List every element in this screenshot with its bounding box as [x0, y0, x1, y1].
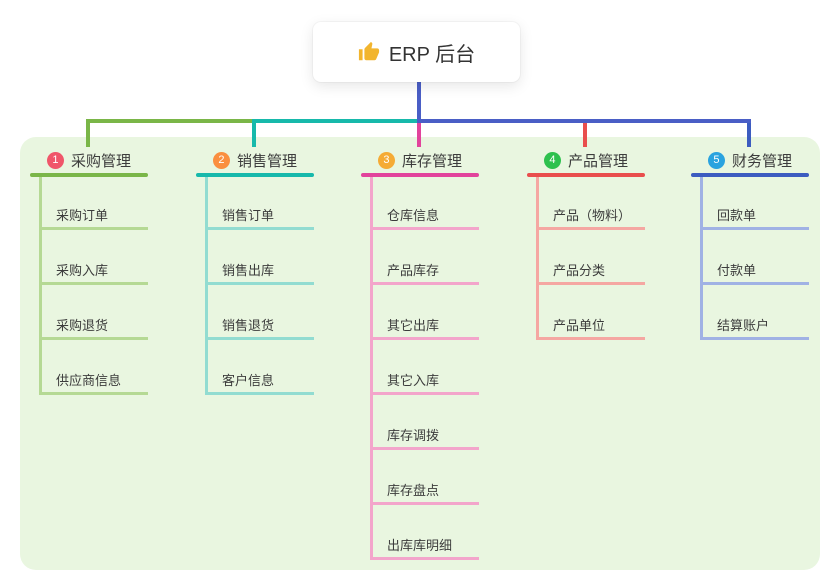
branch-5-stem — [700, 177, 703, 340]
child-topic[interactable]: 客户信息 — [205, 370, 314, 395]
child-topic[interactable]: 采购订单 — [39, 205, 148, 230]
branch-3-underline — [361, 173, 479, 177]
branch-4-badge: 4 — [543, 151, 561, 169]
branch-3-stem — [370, 177, 373, 560]
child-topic[interactable]: 销售出库 — [205, 260, 314, 285]
branch-5-header[interactable]: 5 财务管理 — [691, 147, 809, 173]
branch-5-connector — [747, 119, 751, 147]
branch-2-badge: 2 — [212, 151, 230, 169]
branch-2-connector — [252, 119, 256, 147]
branch-2-label: 销售管理 — [236, 152, 297, 170]
branch-3-connector — [417, 119, 421, 147]
child-topic[interactable]: 其它出库 — [370, 315, 479, 340]
child-topic[interactable]: 采购退货 — [39, 315, 148, 340]
branch-4-connector — [583, 119, 587, 147]
branch-4-header[interactable]: 4 产品管理 — [527, 147, 645, 173]
child-topic[interactable]: 付款单 — [700, 260, 809, 285]
child-topic[interactable]: 回款单 — [700, 205, 809, 230]
bus-segment-2 — [252, 119, 421, 123]
child-topic[interactable]: 其它入库 — [370, 370, 479, 395]
branch-4-underline — [527, 173, 645, 177]
branch-3-header[interactable]: 3 库存管理 — [361, 147, 479, 173]
branch-1-header[interactable]: 1 采购管理 — [30, 147, 148, 173]
branch-3-label: 库存管理 — [401, 152, 462, 170]
root-node[interactable]: ERP 后台 — [313, 22, 520, 82]
child-topic[interactable]: 销售订单 — [205, 205, 314, 230]
bus-segment-1 — [86, 119, 254, 123]
child-topic[interactable]: 产品单位 — [536, 315, 645, 340]
root-label: ERP 后台 — [388, 43, 476, 66]
thumbs-up-icon — [358, 41, 380, 63]
branch-5-badge: 5 — [707, 151, 725, 169]
branch-4-label: 产品管理 — [567, 152, 628, 170]
child-topic[interactable]: 仓库信息 — [370, 205, 479, 230]
branch-1-connector — [86, 119, 90, 147]
child-topic[interactable]: 库存调拨 — [370, 425, 479, 450]
branch-1-stem — [39, 177, 42, 395]
branch-5-underline — [691, 173, 809, 177]
branch-2-header[interactable]: 2 销售管理 — [196, 147, 314, 173]
child-topic[interactable]: 库存盘点 — [370, 480, 479, 505]
branch-5-label: 财务管理 — [731, 152, 792, 170]
child-topic[interactable]: 产品库存 — [370, 260, 479, 285]
child-topic[interactable]: 出库库明细 — [370, 535, 479, 560]
child-topic[interactable]: 销售退货 — [205, 315, 314, 340]
root-connector — [417, 82, 421, 123]
child-topic[interactable]: 结算账户 — [700, 315, 809, 340]
child-topic[interactable]: 供应商信息 — [39, 370, 148, 395]
branch-3-badge: 3 — [377, 151, 395, 169]
child-topic[interactable]: 产品分类 — [536, 260, 645, 285]
branch-1-underline — [30, 173, 148, 177]
branch-1-badge: 1 — [46, 151, 64, 169]
branch-4-stem — [536, 177, 539, 340]
bus-segment-3 — [417, 119, 751, 123]
child-topic[interactable]: 产品（物料） — [536, 205, 646, 230]
child-topic[interactable]: 采购入库 — [39, 260, 148, 285]
branch-2-stem — [205, 177, 208, 395]
branch-2-underline — [196, 173, 314, 177]
branches-panel — [20, 137, 820, 570]
branch-1-label: 采购管理 — [70, 152, 131, 170]
